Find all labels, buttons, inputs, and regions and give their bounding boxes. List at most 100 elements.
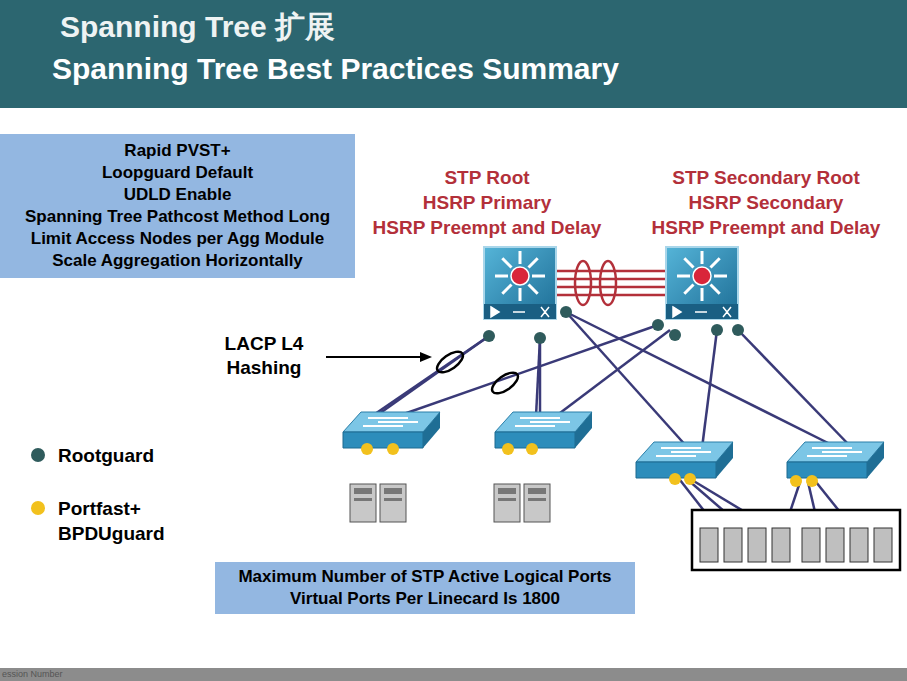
switch-body [484, 247, 556, 319]
heading-line: HSRP Primary [373, 190, 602, 215]
aggregation-switch: STP RootHSRP PrimaryHSRP Preempt and Del… [483, 246, 557, 320]
switch-front [343, 432, 423, 448]
server-bay [498, 488, 516, 494]
rootguard-dot [534, 332, 546, 344]
portfast-dot [790, 475, 802, 487]
box-text: UDLD Enable [6, 184, 349, 206]
portchannel-ellipse [600, 261, 616, 305]
heading-line: HSRP Preempt and Delay [373, 215, 602, 240]
switch-body [666, 247, 738, 319]
rootguard-dot [652, 319, 664, 331]
footer-bar [0, 668, 907, 681]
uplink [566, 312, 688, 448]
switch-top [495, 412, 592, 432]
slide-title: Spanning Tree 扩展 [60, 8, 335, 46]
leader-arrow [326, 356, 424, 358]
portfast-dot [806, 475, 818, 487]
rootguard-dot [732, 324, 744, 336]
box-text: Scale Aggregation Horizontally [6, 250, 349, 272]
uplink [738, 330, 852, 448]
switch-side [575, 412, 592, 448]
uplink [536, 338, 540, 416]
uplink [398, 325, 658, 416]
switch-core [511, 267, 529, 285]
note-box: Maximum Number of STP Active Logical Por… [215, 562, 635, 614]
uplink [556, 330, 670, 416]
switch-top [636, 442, 733, 462]
lacp-ellipse [434, 348, 467, 377]
switch-base [666, 304, 738, 319]
rootguard-dot [560, 306, 572, 318]
header-band [0, 0, 907, 108]
legend-swatch [31, 501, 45, 515]
server-bay [354, 488, 372, 494]
blade [874, 528, 892, 562]
switch-glyphs [491, 307, 549, 317]
blade [700, 528, 718, 562]
lacp-ellipse [489, 369, 522, 398]
server [350, 484, 376, 522]
server-bay [384, 488, 402, 494]
switch-glyphs [673, 307, 731, 317]
server [494, 484, 520, 522]
box-text: Rapid PVST+ [6, 140, 349, 162]
server-bay [498, 498, 516, 501]
portfast-dot [361, 443, 373, 455]
rootguard-dot [669, 329, 681, 341]
server-bay [528, 488, 546, 494]
legend-text: Rootguard [58, 443, 183, 468]
blade [772, 528, 790, 562]
arrowhead [420, 352, 432, 362]
aggregation-switch: STP Secondary RootHSRP SecondaryHSRP Pre… [665, 246, 739, 320]
blade [802, 528, 820, 562]
portfast-dot [526, 443, 538, 455]
server-link [692, 480, 745, 512]
uplink [566, 312, 838, 448]
switch-arrows [515, 418, 570, 426]
switch-arrows [677, 251, 727, 301]
heading-line: HSRP Secondary [652, 190, 881, 215]
uplink [702, 330, 717, 448]
blade [724, 528, 742, 562]
switch-side [716, 442, 733, 478]
switch-icon [483, 246, 557, 320]
blade [850, 528, 868, 562]
portfast-dot [502, 443, 514, 455]
lacp-label: LACP L4 Hashing [203, 332, 325, 380]
switch-icon [665, 246, 739, 320]
server-bay [384, 498, 402, 501]
footer-text: ession Number [2, 669, 63, 680]
switch-core [693, 267, 711, 285]
box-text: Loopguard Default [6, 162, 349, 184]
server-bay [528, 498, 546, 501]
portfast-dot [387, 443, 399, 455]
box-text: Spanning Tree Pathcost Method Long [6, 206, 349, 228]
server-link [816, 482, 840, 512]
access-switches [343, 412, 900, 570]
switch-heading: STP RootHSRP PrimaryHSRP Preempt and Del… [373, 165, 602, 240]
portchannel-ellipse [575, 261, 591, 305]
rootguard-dot [711, 324, 723, 336]
slide-subtitle: Spanning Tree Best Practices Summary [52, 50, 619, 88]
legend-swatch [31, 448, 45, 462]
heading-line: STP Secondary Root [652, 165, 881, 190]
switch-arrows [656, 448, 711, 456]
port-channel-link [557, 271, 665, 295]
port-dots [361, 306, 818, 487]
switch-heading: STP Secondary RootHSRP SecondaryHSRP Pre… [652, 165, 881, 240]
switch-arrows [363, 418, 418, 426]
switch-side [423, 412, 440, 448]
switch-arrows [495, 251, 545, 301]
switch-base [484, 304, 556, 319]
switch-arrows [807, 448, 862, 456]
portfast-dot [669, 473, 681, 485]
uplink-wires [372, 312, 852, 512]
switch-side [867, 442, 884, 478]
switch-top [343, 412, 440, 432]
switch-front [787, 462, 867, 478]
heading-line: HSRP Preempt and Delay [652, 215, 881, 240]
blade [748, 528, 766, 562]
switch-top [787, 442, 884, 462]
box-text: Limit Access Nodes per Agg Module [6, 228, 349, 250]
rootguard-dot [483, 330, 495, 342]
